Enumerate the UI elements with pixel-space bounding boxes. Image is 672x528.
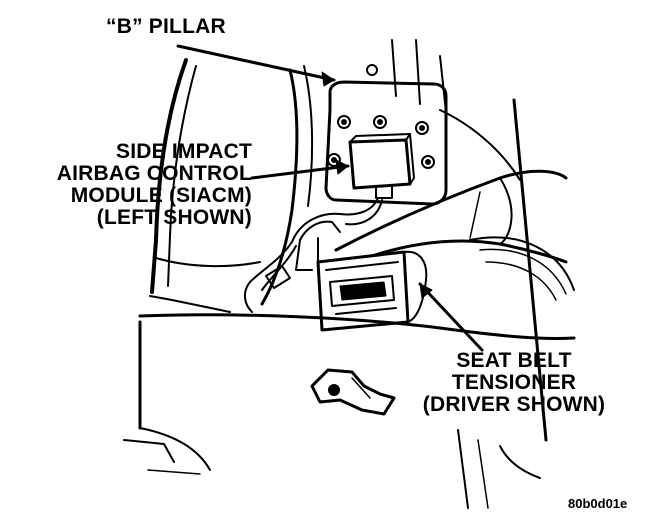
- leader-lines: [176, 44, 484, 352]
- mounting-bolt: [337, 115, 351, 129]
- seat-belt-tensioner: [295, 220, 428, 332]
- siacm-label-line1: SIDE IMPACT: [116, 140, 252, 163]
- siacm-module: [348, 133, 415, 199]
- wiring-harness: [244, 197, 383, 313]
- b-pillar-leader: [176, 44, 336, 82]
- floor-sill-panel: [123, 313, 576, 509]
- siacm-label-line3: MODULE (SIACM): [70, 184, 252, 207]
- siacm-leader: [250, 164, 350, 180]
- mounting-bolt: [327, 153, 341, 167]
- b-pillar-label-text: “B” PILLAR: [106, 15, 226, 38]
- b-pillar-label: “B” PILLAR: [106, 16, 226, 38]
- anchor-bracket: [310, 368, 396, 416]
- tensioner-label: SEAT BELT TENSIONER (DRIVER SHOWN): [398, 350, 630, 416]
- siacm-label-line4: (LEFT SHOWN): [96, 206, 252, 229]
- siacm-label: SIDE IMPACT AIRBAG CONTROL MODULE (SIACM…: [40, 141, 252, 229]
- mounting-bolt: [421, 155, 435, 169]
- tensioner-leader: [418, 282, 484, 352]
- tensioner-label-line1: SEAT BELT: [456, 349, 572, 372]
- siacm-mounting-plate: [324, 80, 448, 206]
- mounting-bolt: [415, 121, 429, 135]
- figure-id: 80b0d01e: [568, 496, 628, 511]
- siacm-label-line2: AIRBAG CONTROL: [56, 162, 252, 185]
- mounting-bolt: [373, 115, 387, 129]
- b-pillar-trim: [260, 39, 447, 306]
- tensioner-label-line3: (DRIVER SHOWN): [422, 393, 606, 416]
- seat-belt-webbing: [334, 169, 568, 266]
- seat-back-outline: [439, 98, 575, 442]
- door-frame-trim: [149, 58, 261, 313]
- tensioner-label-line2: TENSIONER: [451, 371, 577, 394]
